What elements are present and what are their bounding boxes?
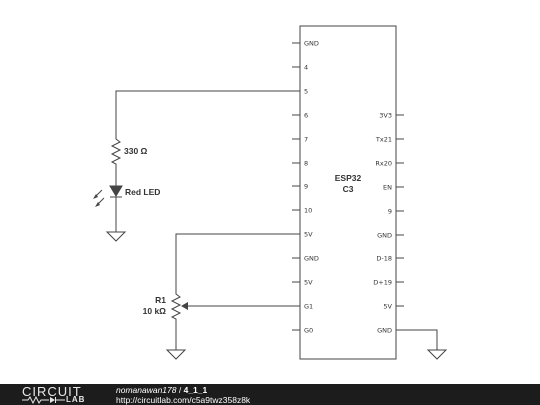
left-pin-label: 10 [304, 206, 312, 214]
left-pin-label: 8 [304, 159, 308, 167]
pot-wiper-arrow [181, 302, 188, 310]
left-pin-label: 5 [304, 87, 308, 95]
resistor-330 [110, 136, 122, 186]
ground-symbol-right [426, 349, 448, 360]
wire-5v-to-pot [175, 233, 292, 292]
left-pin-label: 5V [304, 230, 313, 238]
right-pin-label: GND [377, 231, 392, 239]
potentiometer-r1 [170, 292, 182, 350]
ground-symbol-pot [165, 349, 187, 360]
led-label: Red LED [125, 187, 160, 197]
left-pin-label: 6 [304, 111, 308, 119]
circuit-meta: nomanawan178 / 4_1_1 http://circuitlab.c… [116, 385, 250, 405]
left-pin-label: 5V [304, 278, 313, 286]
left-pin-label: G0 [304, 326, 313, 334]
logo-text-bottom: LAB [66, 395, 86, 404]
wire-gnd-to-ground [404, 329, 438, 350]
right-pin-label: 3V3 [379, 111, 392, 119]
left-pin-label: G1 [304, 302, 313, 310]
left-pin-label: 9 [304, 182, 308, 190]
right-pin-label: Tx21 [375, 135, 392, 143]
right-pin-label: 9 [388, 207, 392, 215]
circuit-url-link[interactable]: http://circuitlab.com/c5a9twz358z8k [116, 395, 251, 405]
left-pin-label: GND [304, 39, 319, 47]
logo-circuit-icon [22, 396, 65, 404]
circuit-title[interactable]: 4_1_1 [183, 385, 208, 395]
author-link[interactable]: nomanawan178 [116, 385, 177, 395]
right-pin-label: 5V [383, 302, 392, 310]
pot-value-label: 10 kΩ [143, 306, 167, 316]
chip-name-line2: C3 [343, 184, 354, 194]
footer-bar: CIRCUIT LAB nomanawan178 / 4_1_1 http://… [0, 384, 540, 405]
left-pin-label: 7 [304, 135, 308, 143]
led-symbol [93, 185, 123, 207]
pot-ref-label: R1 [155, 295, 166, 305]
wire-pin5-to-resistor [115, 90, 292, 136]
resistor-value-label: 330 Ω [124, 146, 148, 156]
left-pin-label: GND [304, 254, 319, 262]
right-pin-label: D+19 [373, 278, 392, 286]
esp32-body [299, 25, 397, 360]
right-pin-label: Rx20 [375, 159, 392, 167]
right-pin-label: GND [377, 326, 392, 334]
left-pin-label: 4 [304, 63, 308, 71]
logo-text-top: CIRCUIT [22, 384, 82, 399]
meta-separator: / [176, 385, 184, 395]
ground-symbol-led [105, 231, 127, 242]
chip-name-line1: ESP32 [335, 173, 362, 183]
right-pin-label: D-18 [376, 254, 392, 262]
circuitlab-logo[interactable]: CIRCUIT LAB [22, 385, 94, 404]
right-pin-label: EN [383, 183, 392, 191]
